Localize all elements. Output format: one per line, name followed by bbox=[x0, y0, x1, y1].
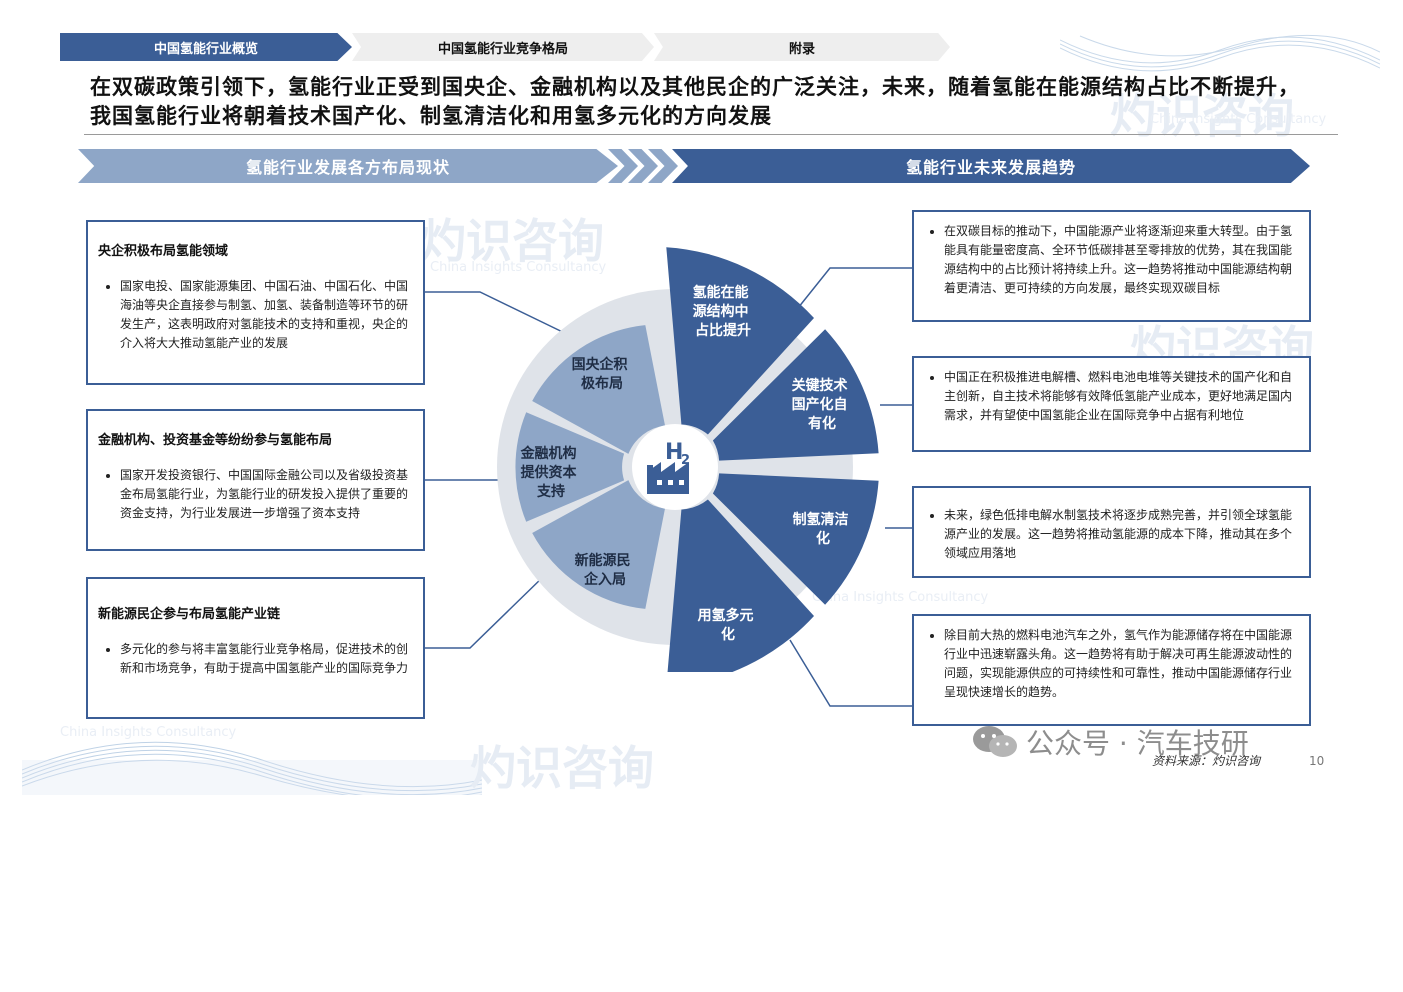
section-band-future-trends-label: 氢能行业未来发展趋势 bbox=[905, 158, 1076, 177]
left-box-text: 国家电投、国家能源集团、中国石油、中国石化、中国海油等央企直接参与制氢、加氢、装… bbox=[120, 277, 413, 353]
watermark-en: China Insights Consultancy bbox=[430, 260, 607, 275]
tab-overview-label: 中国氢能行业概览 bbox=[153, 41, 258, 57]
right-box-text: 未来，绿色低排电解水制氢技术将逐步成熟完善，并引领全球氢能源产业的发展。这一趋势… bbox=[944, 506, 1299, 563]
watermark-en: China Insights Consultancy bbox=[1150, 112, 1327, 127]
wheel-segment-energy-share bbox=[666, 247, 814, 435]
watermark: 灼识咨询 bbox=[470, 741, 654, 795]
right-box-localization: 中国正在积极推进电解槽、燃料电池电堆等关键技术的国产化和自主创新，自主技术将能够… bbox=[912, 356, 1311, 452]
left-box-soe: 央企积极布局氢能领域 国家电投、国家能源集团、中国石油、中国石化、中国海油等央企… bbox=[86, 220, 425, 385]
wheel-label-clean-production: 制氢清洁 化 bbox=[793, 511, 854, 547]
headline-divider bbox=[84, 134, 1338, 135]
wheel-label-localization: 关键技术 国产化自 有化 bbox=[792, 377, 853, 432]
decorative-wave-top-right bbox=[1060, 34, 1380, 72]
right-box-text: 除目前大热的燃料电池汽车之外，氢气作为能源储存将在中国能源行业中迅速崭露头角。这… bbox=[944, 626, 1299, 702]
watermark-en: China Insights Consultancy bbox=[60, 725, 237, 740]
right-box-text: 在双碳目标的推动下，中国能源产业将逐渐迎来重大转型。由于氢能具有能量密度高、全环… bbox=[944, 222, 1299, 298]
right-box-energy-share: 在双碳目标的推动下，中国能源产业将逐渐迎来重大转型。由于氢能具有能量密度高、全环… bbox=[912, 210, 1311, 322]
left-box-title: 央企积极布局氢能领域 bbox=[98, 244, 229, 259]
section-band-current-layout: 氢能行业发展各方布局现状 bbox=[78, 149, 618, 183]
tab-appendix[interactable]: 附录 bbox=[654, 33, 950, 61]
left-box-title: 新能源民企参与布局氢能产业链 bbox=[98, 607, 281, 622]
left-box-text: 多元化的参与将丰富氢能行业竞争格局，促进技术的创新和市场竞争，有助于提高中国氢能… bbox=[120, 640, 413, 678]
right-box-text: 中国正在积极推进电解槽、燃料电池电堆等关键技术的国产化和自主创新，自主技术将能够… bbox=[944, 368, 1299, 425]
page-number: 10 bbox=[1309, 754, 1325, 768]
connector-right-1 bbox=[789, 267, 912, 319]
wheel-label-diverse-use: 用氢多元 化 bbox=[698, 607, 759, 643]
wheel-segment-diverse-use bbox=[667, 499, 814, 672]
wechat-watermark: 公众号 · 汽车技研 bbox=[972, 722, 1249, 762]
page-headline: 在双碳政策引领下，氢能行业正受到国央企、金融机构以及其他民企的广泛关注，未来，随… bbox=[90, 74, 1300, 128]
tab-competition-label: 中国氢能行业竞争格局 bbox=[437, 41, 568, 57]
h2-symbol: H bbox=[665, 440, 683, 465]
hydrogen-wheel-diagram: H 2 国央企积 极布局 金融机构 提供资本 支持 新能源民 企入局 氢能在能 … bbox=[497, 247, 879, 672]
wechat-label: 公众号 · 汽车技研 bbox=[1026, 727, 1249, 760]
wheel-label-energy-share: 氢能在能 源结构中 占比提升 bbox=[693, 284, 754, 339]
left-box-finance: 金融机构、投资基金等纷纷参与氢能布局 国家开发投资银行、中国国际金融公司以及省级… bbox=[86, 409, 425, 551]
right-box-diverse-use: 除目前大热的燃料电池汽车之外，氢气作为能源储存将在中国能源行业中迅速崭露头角。这… bbox=[912, 614, 1311, 726]
factory-h2-icon: H 2 bbox=[647, 440, 690, 494]
wheel-segment-soe bbox=[532, 325, 665, 454]
wheel-segment-localization bbox=[712, 329, 879, 461]
left-box-private: 新能源民企参与布局氢能产业链 多元化的参与将丰富氢能行业竞争格局，促进技术的创新… bbox=[86, 577, 425, 719]
tab-competition[interactable]: 中国氢能行业竞争格局 bbox=[352, 33, 654, 61]
left-box-title: 金融机构、投资基金等纷纷参与氢能布局 bbox=[98, 433, 333, 448]
tab-overview[interactable]: 中国氢能行业概览 bbox=[60, 33, 352, 61]
connector-right-4 bbox=[789, 639, 912, 707]
wheel-segment-clean-production bbox=[712, 473, 879, 605]
left-box-text: 国家开发投资银行、中国国际金融公司以及省级投资基金布局氢能行业，为氢能行业的研发… bbox=[120, 466, 413, 523]
right-box-clean-production: 未来，绿色低排电解水制氢技术将逐步成熟完善，并引领全球氢能源产业的发展。这一趋势… bbox=[912, 486, 1311, 578]
wheel-segment-finance bbox=[515, 412, 625, 522]
wheel-label-soe: 国央企积 极布局 bbox=[572, 356, 633, 392]
watermark-en: China Insights Consultancy bbox=[812, 590, 989, 605]
wechat-icon bbox=[973, 726, 1017, 757]
wheel-label-finance: 金融机构 提供资本 支持 bbox=[520, 445, 582, 500]
connector-left-1 bbox=[425, 291, 576, 339]
h2-subscript: 2 bbox=[681, 453, 690, 468]
connector-left-3 bbox=[425, 574, 546, 649]
section-band-current-layout-label: 氢能行业发展各方布局现状 bbox=[245, 158, 450, 177]
tab-appendix-label: 附录 bbox=[788, 41, 815, 57]
section-band-future-trends: 氢能行业未来发展趋势 bbox=[672, 149, 1310, 183]
wheel-label-private: 新能源民 企入局 bbox=[575, 552, 636, 588]
decorative-wave-bottom-left bbox=[22, 741, 482, 795]
watermark: 灼识咨询 bbox=[420, 214, 604, 268]
wheel-segment-private bbox=[532, 480, 665, 609]
source-note: 资料来源：灼识咨询 bbox=[1152, 754, 1261, 768]
